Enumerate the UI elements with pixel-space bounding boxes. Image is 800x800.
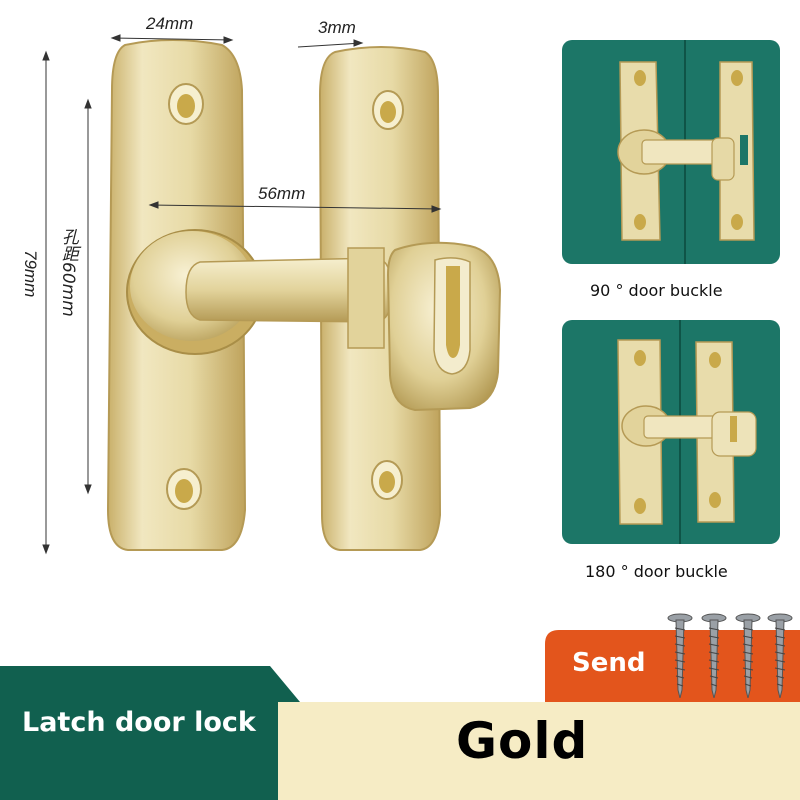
screws-illustration: [667, 613, 793, 698]
latch-lock-illustration: [42, 34, 502, 555]
thickness-dimension-label: 3mm: [318, 18, 356, 37]
thumbnail-180-caption: 180 ° door buckle: [585, 562, 728, 581]
send-label: Send: [572, 648, 646, 678]
thumbnail-90-degree: [562, 40, 780, 264]
height-dimension-label: 79mm: [21, 250, 40, 298]
send-badge: [545, 630, 800, 702]
hook-catch: [386, 241, 502, 412]
color-banner: [278, 702, 800, 800]
dimension-lines: [42, 34, 442, 555]
thumbnail-90-caption: 90 ° door buckle: [590, 281, 723, 300]
product-name-label: Latch door lock: [22, 707, 256, 738]
latch-arm: [126, 229, 393, 355]
width-dimension-label: 24mm: [146, 14, 194, 33]
thumbnail-90-illustration: [562, 40, 780, 264]
product-name-banner: [0, 666, 300, 800]
thumbnail-180-degree: [562, 320, 780, 544]
hole-spacing-dimension-label: 孔距60mm: [58, 228, 78, 317]
span-dimension-label: 56mm: [258, 184, 306, 203]
thumbnail-180-illustration: [562, 320, 780, 544]
color-name-label: Gold: [456, 712, 589, 770]
